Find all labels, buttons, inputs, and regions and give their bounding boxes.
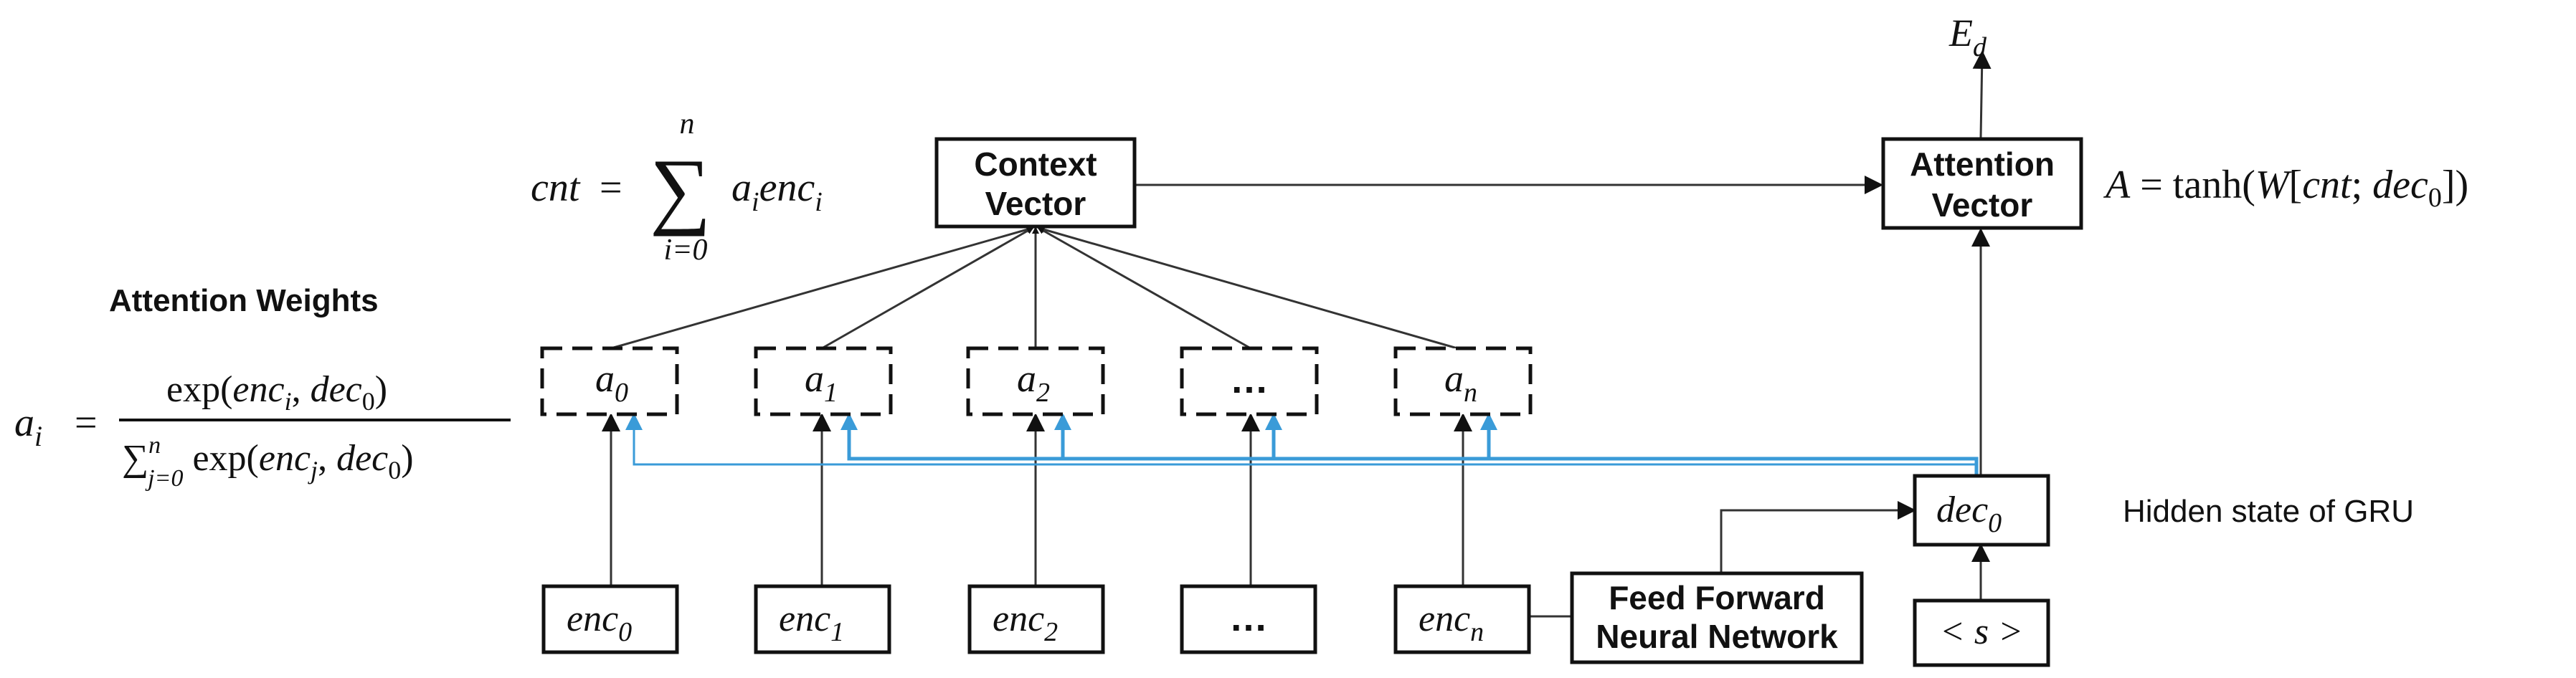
svg-text:encn: encn	[1419, 598, 1484, 647]
svg-text:cnt: cnt	[531, 166, 581, 210]
svg-text:…: …	[1229, 596, 1268, 639]
svg-text:a2: a2	[1017, 357, 1050, 408]
svg-text:A= tanh(W[cnt; dec0]): A= tanh(W[cnt; dec0])	[2103, 163, 2468, 213]
encoder-box-dots: …	[1180, 584, 1317, 654]
encoder-box-n: encn	[1393, 584, 1531, 654]
output-label: Ed	[1948, 11, 1987, 62]
ffnn-label-2: Neural Network	[1596, 618, 1838, 655]
svg-text:Ed: Ed	[1948, 11, 1987, 62]
svg-text:aienci: aienci	[731, 166, 823, 217]
context-vector-label-2: Vector	[985, 185, 1086, 222]
start-token-box: < s >	[1913, 598, 2050, 667]
svg-text:…: …	[1230, 358, 1269, 401]
decoder-feedback-lines	[625, 413, 1979, 476]
weight-box-a1: a1	[754, 346, 893, 416]
encoder-to-weight-arrows	[602, 413, 1472, 586]
svg-text:enc2: enc2	[993, 598, 1058, 647]
weight-to-context-lines	[610, 226, 1458, 350]
feedback-line-a0	[625, 413, 1978, 473]
svg-text:exp(enci, dec0): exp(enci, dec0)	[166, 369, 387, 416]
attention-vector-box: Attention Vector	[1881, 137, 2083, 230]
arrow-ffnn-to-dec	[1720, 501, 1916, 573]
encoder-box-1: enc1	[754, 584, 891, 654]
hidden-state-label: Hidden state of GRU	[2123, 494, 2414, 529]
context-vector-box: Context Vector	[934, 137, 1137, 229]
svg-text:enc0: enc0	[567, 598, 632, 647]
encoder-box-0: enc0	[541, 584, 679, 654]
svg-text:dec0: dec0	[1936, 490, 2002, 538]
decoder-state-box: dec0	[1913, 474, 2050, 547]
svg-text:ai: ai	[14, 401, 42, 452]
line-a1-context	[821, 226, 1034, 350]
attention-vector-formula: A= tanh(W[cnt; dec0])	[2103, 163, 2468, 213]
weight-box-an: an	[1393, 346, 1533, 416]
arrow-attention-to-output	[1972, 50, 1992, 138]
encoder-boxes: enc0 enc1 enc2 … encn	[541, 584, 1531, 654]
feedback-line-main	[840, 413, 1979, 476]
svg-text:n: n	[680, 108, 695, 140]
attention-weight-boxes: a0 a1 a2 … an	[540, 346, 1533, 416]
svg-text:∑nj=0 exp(encj, dec0): ∑nj=0 exp(encj, dec0)	[122, 432, 414, 492]
svg-text:i=0: i=0	[663, 234, 707, 267]
line-an-context	[1037, 226, 1458, 350]
svg-text:=: =	[75, 401, 98, 445]
weight-box-a0: a0	[540, 346, 679, 416]
ffnn-label-1: Feed Forward	[1609, 579, 1825, 616]
svg-text:enc1: enc1	[779, 598, 844, 647]
svg-text:=: =	[600, 166, 622, 210]
attention-vector-label-2: Vector	[1932, 186, 2033, 224]
svg-text:∑: ∑	[650, 141, 711, 237]
weight-box-dots: …	[1180, 346, 1319, 416]
line-adots-context	[1037, 226, 1251, 350]
context-vector-label-1: Context	[974, 145, 1097, 183]
context-formula: cnt = ∑ n i=0 aienci	[531, 108, 823, 267]
feed-forward-network-box: Feed Forward Neural Network	[1570, 571, 1864, 664]
svg-text:a0: a0	[595, 357, 628, 408]
line-a0-context	[610, 226, 1034, 350]
encoder-box-2: enc2	[967, 584, 1105, 654]
weight-box-a2: a2	[966, 346, 1105, 416]
svg-text:a1: a1	[805, 357, 838, 408]
svg-text:an: an	[1444, 357, 1477, 408]
svg-text:< s >: < s >	[1940, 611, 2023, 652]
attention-vector-label-1: Attention	[1910, 145, 2055, 183]
attention-weights-label: Attention Weights	[109, 283, 379, 318]
